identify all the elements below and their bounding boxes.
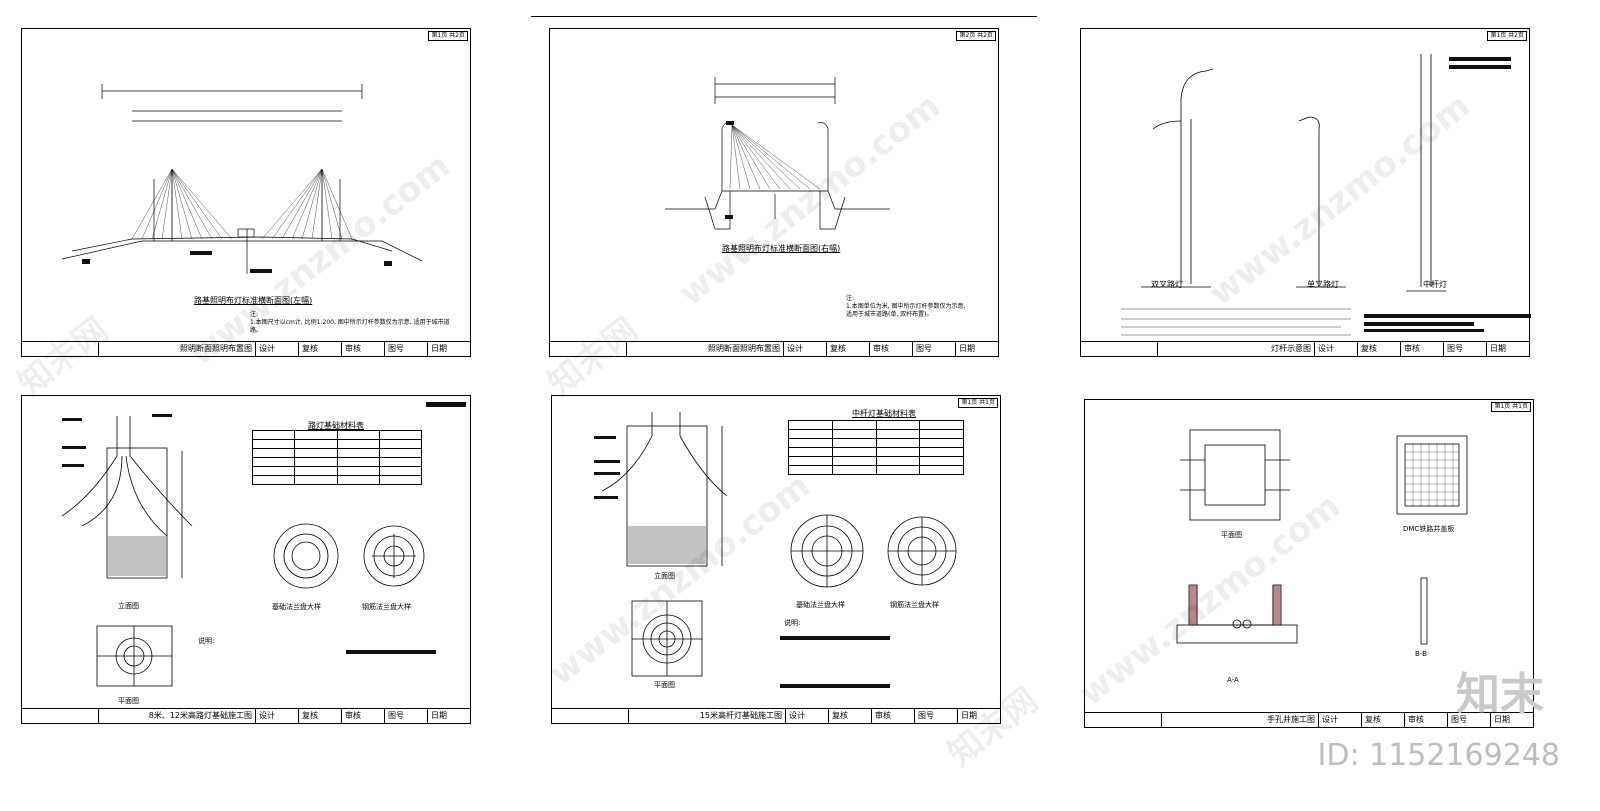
title-block: 手孔井施工图 设计 复核 审核 图号 日期 [1085,712,1533,727]
section-bb-caption: B-B [1415,650,1427,658]
page-tag: 第2页 共2页 [956,31,996,41]
section-drawing [61,84,423,274]
drawing-title: 15米高杆灯基础施工图 [628,709,785,723]
elevation-caption: 立面图 [654,572,675,580]
rebar-flange-caption: 钢筋法兰盘大样 [362,603,411,611]
drawing-title: 照明断面照明布置图 [626,342,783,356]
title-block: 8米、12米高路灯基础施工图 设计 复核 审核 图号 日期 [22,708,470,723]
section-drawing [665,77,890,230]
material-table-title: 中杆灯基础材料表 [852,409,916,418]
sheet-4-street-light-foundation[interactable]: 路灯基础材料表 基础法兰盘大样 钢筋法兰盘大样 立面图 平面图 说明: 8米、1… [21,395,471,724]
title-block: 照明断面照明布置图 设计 复核 审核 图号 日期 [22,341,470,356]
flange-caption: 基础法兰盘大样 [796,601,845,609]
pole-label-mid: 中杆灯 [1423,280,1447,289]
drawing-title: 照明断面照明布置图 [98,342,255,356]
sheet-5-high-mast-foundation[interactable]: 第1页 共1页 中杆灯基础材料表 基础法兰盘大样 钢筋法兰盘大样 立面图 平面图 [551,395,1001,724]
plan-caption: 平面图 [654,681,675,689]
elevation-caption: 立面图 [118,602,139,610]
sheet-6-handhole[interactable]: 第1页 共1页 平面图 DMC铁路井盖板 A-A B-B 手孔井施工图 设计 复… [1084,399,1534,728]
drawing-title: 手孔井施工图 [1161,713,1318,727]
plan-caption: 平面图 [1221,531,1242,539]
title-block: 照明断面照明布置图 设计 复核 审核 图号 日期 [550,341,998,356]
notes-label: 说明: [784,619,801,627]
material-table-title: 路灯基础材料表 [308,421,364,430]
section-caption: 路基照明布灯标准横断面图(左幅) [194,296,313,305]
title-block: 15米高杆灯基础施工图 设计 复核 审核 图号 日期 [552,708,1000,723]
material-table [788,420,964,475]
page-tag: 第1页 共1页 [1491,402,1531,412]
page-tag: 第1页 共2页 [428,31,468,41]
section-note: 注: 1.本图尺寸以cm计, 比例1:200, 图中所示灯杆参数仅为示意, 适用… [250,311,450,334]
material-table [251,430,423,485]
pole-label-double: 双叉路灯 [1151,280,1183,289]
page-tag: 第1页 共1页 [958,398,998,408]
sheet-2-lighting-section-right[interactable]: 第2页 共2页 路基照明布灯标准横断面图(右幅) 注: 1.本图单位为米, 图中… [549,28,999,357]
pole-label-single: 单叉路灯 [1307,280,1339,289]
foundation-drawing [61,414,436,687]
section-note: 注: 1.本图单位为米, 图中所示灯杆参数仅为示意, 适用于城市道路(单, 双杆… [846,295,966,318]
foundation-drawing [594,412,957,688]
rebar-flange-caption: 钢筋法兰盘大样 [890,601,939,609]
section-caption: 路基照明布灯标准横断面图(右幅) [722,244,841,253]
pole-drawing [1121,54,1531,336]
sheet-1-lighting-section-left[interactable]: 第1页 共2页 路基照明布灯标准横断面图(左幅) 注: 1.本图尺寸 [21,28,471,357]
brand-logo: 知末 [1456,669,1544,720]
drawing-title: 8米、12米高路灯基础施工图 [98,709,255,723]
handhole-drawing [1176,429,1468,645]
plan-caption: 平面图 [118,697,139,705]
sheet-3-pole-diagram[interactable]: 第1页 共2页 双叉路灯 单叉路灯 中杆灯 灯杆示意图 设计 [1080,28,1531,357]
drawing-title: 灯杆示意图 [1157,342,1314,356]
resource-id: ID: 1152169248 [1317,738,1560,773]
flange-caption: 基础法兰盘大样 [272,603,321,611]
top-rule [531,16,1037,17]
title-block: 灯杆示意图 设计 复核 审核 图号 日期 [1081,341,1529,356]
cover-caption: DMC铁路井盖板 [1403,525,1455,533]
page-tag: 第1页 共2页 [1487,31,1527,41]
section-aa-caption: A-A [1227,676,1239,684]
notes-label: 说明: [198,637,215,645]
